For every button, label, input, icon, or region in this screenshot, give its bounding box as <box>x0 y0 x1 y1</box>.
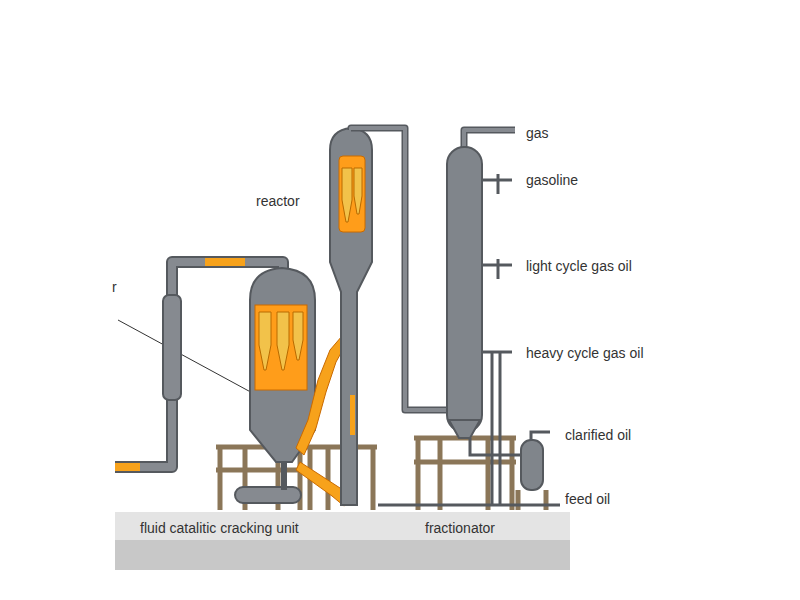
cyclone <box>259 312 303 370</box>
ground-band <box>115 512 570 542</box>
part-label: fractionator <box>425 520 495 536</box>
settler-drum <box>521 440 543 490</box>
ground-band <box>115 540 570 570</box>
part-label: gasoline <box>526 172 578 188</box>
part-label: light cycle gas oil <box>526 258 632 274</box>
flue-column <box>163 295 181 400</box>
vapor-line <box>351 128 447 410</box>
part-label: reactor <box>256 193 300 209</box>
leader-line <box>118 320 258 396</box>
part-label: heavy cycle gas oil <box>526 345 644 361</box>
hot-zone <box>339 156 365 232</box>
hot-zone <box>255 305 307 390</box>
gas-line <box>464 130 515 150</box>
cyclone <box>342 168 362 222</box>
pipe <box>281 462 287 490</box>
part-label: r <box>112 279 117 295</box>
support-frame <box>414 437 546 510</box>
fractionator-column <box>449 420 480 438</box>
part-label: fluid catalitic cracking unit <box>140 520 299 536</box>
drum <box>235 487 301 503</box>
part-label: clarified oil <box>565 427 631 443</box>
draw-off-pipe <box>378 174 560 505</box>
hot-zone <box>350 395 355 435</box>
part-label: gas <box>526 125 549 141</box>
reactor-vessel <box>330 128 372 505</box>
fractionator-column <box>447 147 482 432</box>
part-label: feed oil <box>565 491 610 507</box>
